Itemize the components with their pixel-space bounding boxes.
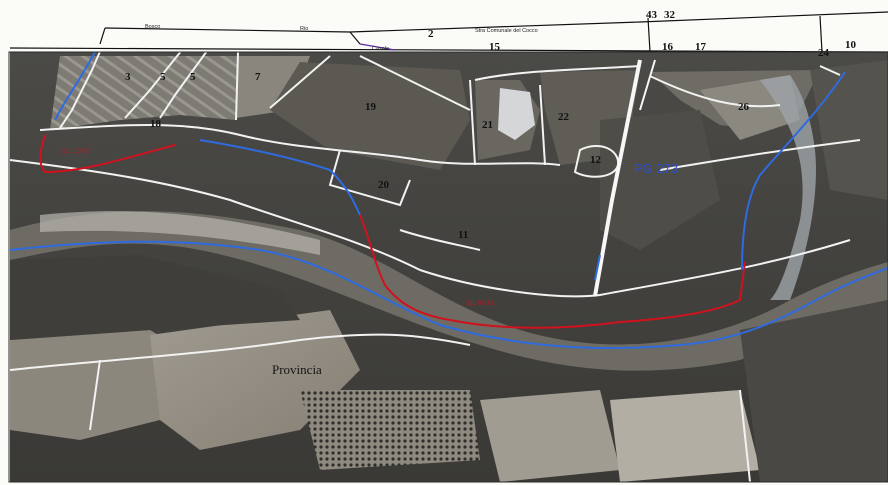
place-provincia: Provincia: [272, 362, 322, 377]
header-number-32: 32: [664, 9, 676, 21]
header-number-10: 10: [845, 39, 857, 51]
wood-sw: [10, 255, 300, 340]
header-number-16: 16: [662, 41, 674, 53]
parcel-18: 18: [150, 118, 162, 130]
header-strip: [0, 0, 888, 52]
parcel-21: 21: [482, 119, 493, 131]
road-code-pg273: PG 273: [634, 161, 678, 176]
river-valley: [10, 211, 888, 371]
header-number-17: 17: [695, 41, 707, 53]
parcel-19: 19: [365, 101, 377, 113]
stream-bed-east: [760, 75, 816, 300]
header-number-2: 2: [428, 28, 434, 40]
header-lines: [9, 11, 888, 53]
slope-se: [740, 300, 888, 482]
parcel-20: 20: [378, 179, 390, 191]
road-branch: [639, 59, 656, 111]
red-code-a: Sp. 10/00: [62, 148, 90, 155]
header-text-casale: Casale: [372, 46, 389, 52]
orchard: [300, 390, 480, 470]
map-frame: [8, 51, 888, 483]
road-pg273[interactable]: [593, 59, 642, 297]
header-road-name: Stra Comunale del Cocco: [475, 28, 538, 34]
watercourses: [9, 51, 888, 350]
parcel-7: 7: [255, 71, 261, 83]
clearing-21: [498, 88, 535, 140]
header-text-bosco: Bosco: [145, 24, 160, 30]
red-tracks: [39, 134, 746, 329]
header-number-43: 43: [646, 9, 658, 21]
header-number-24: 24: [818, 47, 830, 59]
gravel-bar: [40, 211, 320, 255]
parcel-3: 3: [125, 71, 131, 83]
parcel-boundaries: [9, 39, 861, 483]
parcel-5b: 5: [190, 71, 196, 83]
field-19: [270, 62, 470, 170]
header-number-15: 15: [489, 41, 501, 53]
red-code-b: Sp. 03/71: [466, 300, 494, 307]
parcel-26: 26: [738, 101, 750, 113]
parcel-12: 12: [590, 154, 602, 166]
parcel-11: 11: [458, 229, 468, 241]
parcel-5a: 5: [160, 71, 166, 83]
field-se: [610, 390, 760, 482]
header-text-rio: Rio: [300, 26, 308, 32]
header-purple-line: [359, 43, 396, 51]
parcel-22: 22: [558, 111, 570, 123]
mid-slope: [600, 110, 720, 250]
field-s: [480, 390, 620, 482]
